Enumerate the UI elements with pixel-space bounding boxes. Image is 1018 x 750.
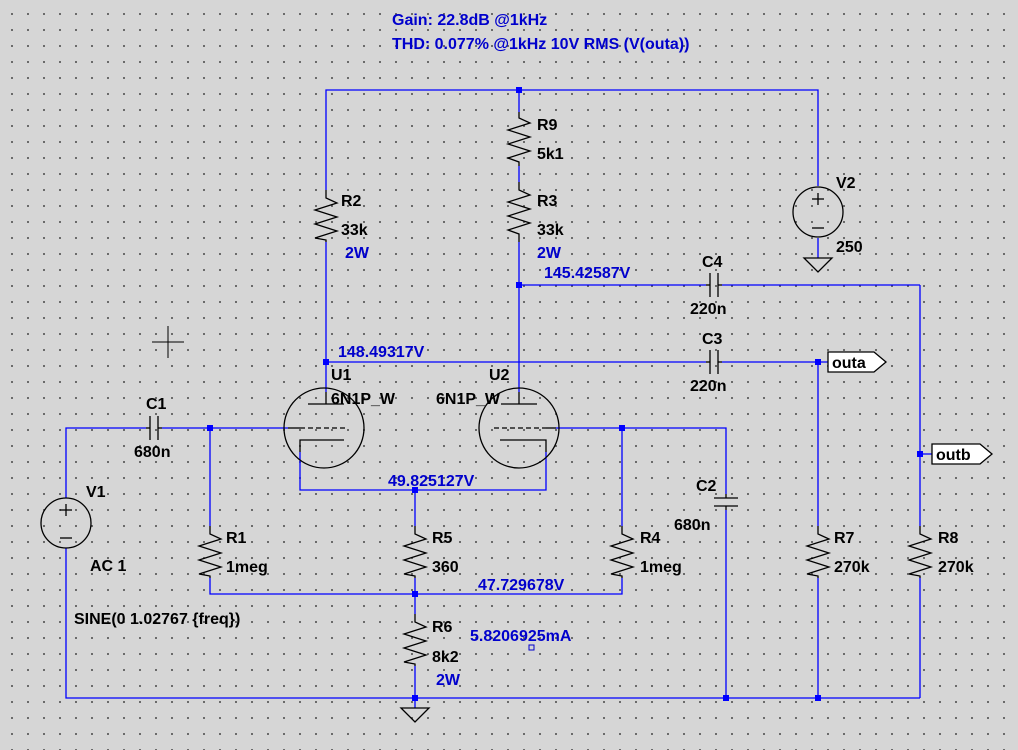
- v1-value: AC 1: [90, 558, 127, 575]
- v2-name: V2: [836, 175, 856, 192]
- r3-power: 2W: [537, 245, 562, 262]
- voltage-source-v1[interactable]: [40, 497, 92, 549]
- net-label-outa-text: outa: [832, 355, 866, 372]
- capacitor-c3[interactable]: [706, 350, 722, 374]
- triode-u1[interactable]: [283, 387, 365, 469]
- r7-value: 270k: [834, 559, 870, 576]
- voltage-source-v2[interactable]: [792, 186, 844, 238]
- c1-name: C1: [146, 396, 167, 413]
- r6-power: 2W: [436, 672, 461, 689]
- voltage-cathode: 49.825127V: [388, 473, 475, 490]
- wires: [65, 89, 932, 708]
- r7-name: R7: [834, 530, 855, 547]
- net-label-outb[interactable]: outb: [931, 443, 994, 465]
- v2-value: 250: [836, 239, 863, 256]
- capacitor-c1[interactable]: [146, 416, 162, 440]
- c4-name: C4: [702, 254, 723, 271]
- resistor-r4[interactable]: [608, 526, 636, 578]
- r2-name: R2: [341, 193, 362, 210]
- triode-u2[interactable]: [478, 387, 560, 469]
- resistor-r1[interactable]: [196, 526, 224, 578]
- resistor-r6[interactable]: [401, 614, 429, 666]
- c2-value: 680n: [674, 517, 710, 534]
- net-label-outa[interactable]: outa: [827, 351, 888, 373]
- resistor-r9[interactable]: [505, 112, 533, 166]
- r5-name: R5: [432, 530, 453, 547]
- r2-value: 33k: [341, 222, 368, 239]
- v1-name: V1: [86, 484, 106, 501]
- probe-marker: [528, 644, 535, 651]
- ground-symbol-v2: [802, 257, 834, 273]
- r3-name: R3: [537, 193, 558, 210]
- r3-value: 33k: [537, 222, 564, 239]
- r1-name: R1: [226, 530, 247, 547]
- voltage-u1-plate: 148.49317V: [338, 344, 425, 361]
- resistor-r3[interactable]: [505, 182, 533, 242]
- net-label-outb-text: outb: [936, 447, 971, 464]
- directive-thd[interactable]: THD: 0.077% @1kHz 10V RMS (V(outa)): [392, 36, 689, 53]
- r2-power: 2W: [345, 245, 370, 262]
- voltage-grid-bias: 47.729678V: [478, 577, 565, 594]
- resistor-r7[interactable]: [804, 526, 832, 578]
- r6-value: 8k2: [432, 649, 459, 666]
- r9-name: R9: [537, 117, 558, 134]
- r4-value: 1meg: [640, 559, 682, 576]
- resistor-r8[interactable]: [906, 526, 934, 578]
- r4-name: R4: [640, 530, 661, 547]
- current-r6: 5.8206925mA: [470, 628, 572, 645]
- crosshair-cursor: [152, 326, 184, 358]
- c2-name: C2: [696, 478, 717, 495]
- junction-dots: [207, 87, 923, 701]
- r9-value: 5k1: [537, 146, 564, 163]
- u1-model: 6N1P_W: [331, 391, 396, 408]
- v1-source: SINE(0 1.02767 {freq}): [74, 611, 240, 628]
- r8-name: R8: [938, 530, 959, 547]
- c3-name: C3: [702, 331, 723, 348]
- r8-value: 270k: [938, 559, 974, 576]
- capacitor-c4[interactable]: [706, 273, 722, 297]
- u1-name: U1: [331, 367, 352, 384]
- c4-value: 220n: [690, 301, 726, 318]
- u2-model: 6N1P_W: [436, 391, 501, 408]
- voltage-u2-plate: 145.42587V: [544, 265, 631, 282]
- resistor-r5[interactable]: [401, 526, 429, 578]
- r6-name: R6: [432, 619, 453, 636]
- capacitor-c2[interactable]: [714, 494, 738, 510]
- r1-value: 1meg: [226, 559, 268, 576]
- ground-symbol-main: [399, 707, 431, 723]
- u2-name: U2: [489, 367, 510, 384]
- directive-gain[interactable]: Gain: 22.8dB @1kHz: [392, 12, 547, 29]
- c1-value: 680n: [134, 444, 170, 461]
- c3-value: 220n: [690, 378, 726, 395]
- r5-value: 360: [432, 559, 459, 576]
- resistor-r2[interactable]: [312, 190, 340, 242]
